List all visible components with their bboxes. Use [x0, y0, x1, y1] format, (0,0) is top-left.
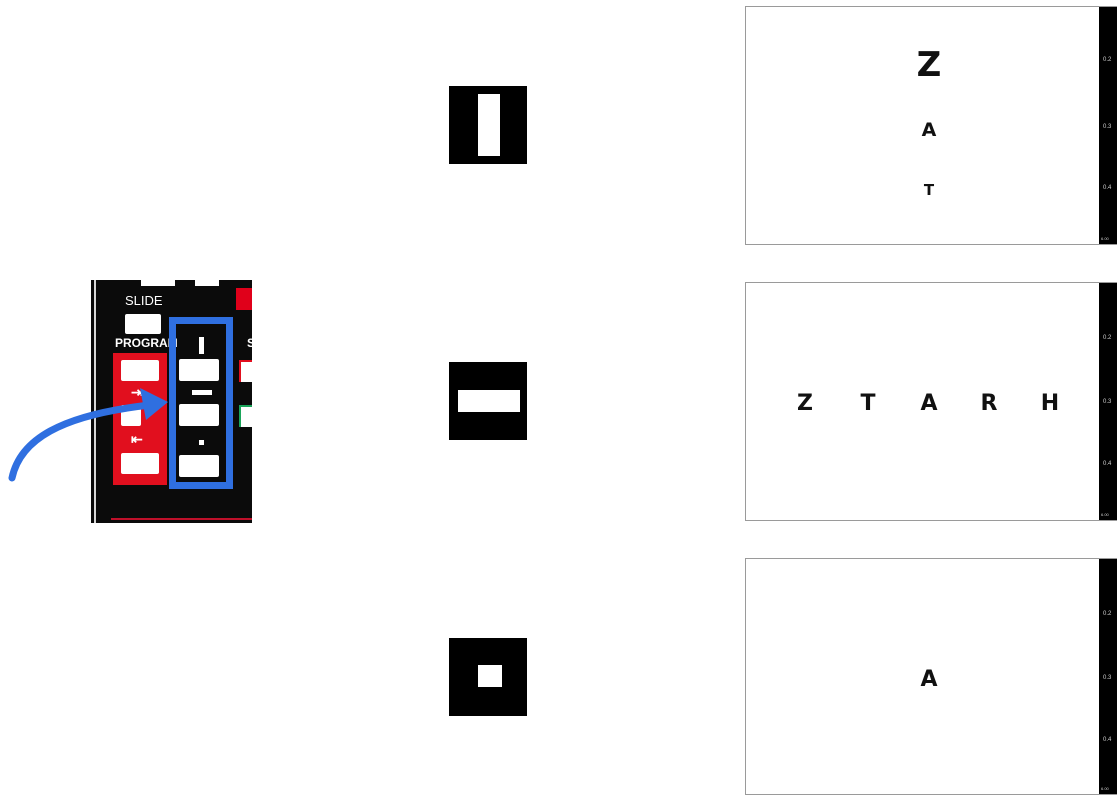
acuity-scale: 0.2 0.3 0.4 6.00 — [1099, 283, 1117, 520]
chart-letter: Z — [917, 48, 942, 82]
single-mode-button[interactable] — [179, 455, 219, 477]
pointer-arrow-icon — [0, 380, 175, 490]
single-letter-mode-icon — [449, 638, 527, 716]
scale-tick: 0.4 — [1103, 737, 1111, 743]
scale-tick: 0.4 — [1103, 461, 1111, 467]
square-dot-icon — [199, 440, 204, 445]
slide-button[interactable] — [125, 314, 161, 334]
square-dot-icon — [478, 665, 502, 687]
horizontal-line-mode-icon — [449, 362, 527, 440]
acuity-scale: 0.2 0.3 0.4 6.00 — [1099, 7, 1117, 244]
scale-tick: 0.2 — [1103, 57, 1111, 63]
vertical-mode-button[interactable] — [179, 359, 219, 381]
vertical-bar-icon — [199, 337, 204, 354]
remote-bottom-line — [111, 518, 252, 520]
eye-chart-single: A 0.2 0.3 0.4 6.00 — [745, 558, 1117, 795]
remote-notch — [141, 280, 175, 286]
eye-chart-vertical: Z A T 0.2 0.3 0.4 6.00 — [745, 6, 1117, 245]
program-button[interactable] — [121, 360, 159, 381]
vertical-bar-icon — [478, 94, 500, 156]
chart-letter: T — [924, 183, 934, 198]
chart-letter: A — [920, 669, 937, 691]
chart-letter: A — [922, 121, 937, 140]
remote-notch — [195, 280, 219, 286]
horizontal-mode-button[interactable] — [179, 404, 219, 426]
eye-chart-horizontal: Z T A R H 0.2 0.3 0.4 6.00 — [745, 282, 1117, 521]
scale-footer: 6.00 — [1101, 236, 1109, 241]
scale-footer: 6.00 — [1101, 512, 1109, 517]
scale-tick: 0.3 — [1103, 675, 1111, 681]
slide-label: SLIDE — [125, 293, 163, 308]
chart-letter: T — [860, 393, 875, 415]
side-button[interactable] — [241, 362, 252, 382]
chart-letter: Z — [797, 393, 813, 415]
chart-letter: R — [981, 393, 998, 415]
acuity-scale: 0.2 0.3 0.4 6.00 — [1099, 559, 1117, 794]
scale-tick: 0.2 — [1103, 611, 1111, 617]
red-tab — [236, 288, 252, 310]
scale-tick: 0.3 — [1103, 124, 1111, 130]
scale-tick: 0.2 — [1103, 335, 1111, 341]
vertical-line-mode-icon — [449, 86, 527, 164]
horizontal-bar-icon — [192, 390, 212, 395]
scale-tick: 0.3 — [1103, 399, 1111, 405]
side-button[interactable] — [241, 407, 252, 427]
scale-tick: 0.4 — [1103, 185, 1111, 191]
chart-letter: H — [1041, 393, 1059, 415]
horizontal-bar-icon — [458, 390, 520, 412]
s-label: S — [247, 336, 252, 350]
scale-footer: 6.00 — [1101, 786, 1109, 791]
chart-letter: A — [920, 393, 937, 415]
